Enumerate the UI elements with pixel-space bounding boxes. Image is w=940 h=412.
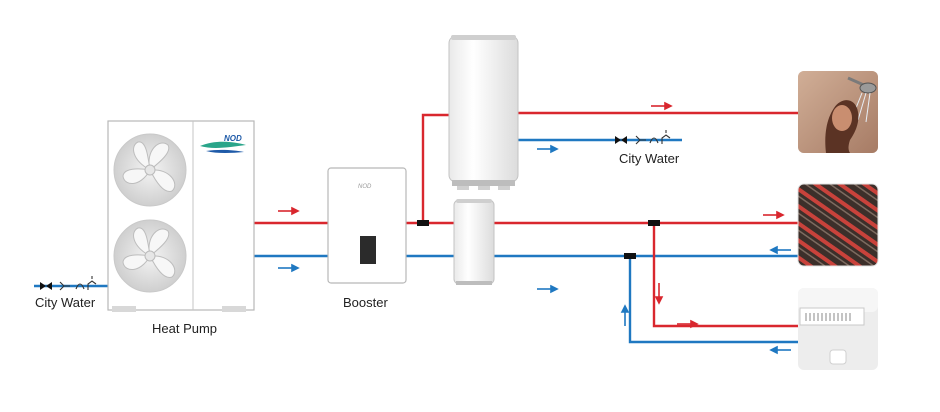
city-water-label-left: City Water xyxy=(35,295,96,310)
dhw-tank xyxy=(448,35,519,190)
arrow-icon xyxy=(278,263,300,273)
arrow-icon xyxy=(537,144,559,154)
shower-photo xyxy=(798,71,878,153)
heat-pump-brand-text: NOD xyxy=(224,134,242,143)
arrow-icon xyxy=(769,245,791,255)
booster-unit: NOD xyxy=(327,167,407,284)
arrow-icon xyxy=(763,210,785,220)
brand-logo: NOD xyxy=(200,134,246,153)
floor-heating-photo xyxy=(797,183,879,267)
heat-pump-label: Heat Pump xyxy=(152,321,218,336)
arrow-icon xyxy=(278,206,300,216)
arrow-icon xyxy=(677,319,699,329)
fan-coil-unit xyxy=(799,307,865,326)
city-water-label-right: City Water xyxy=(619,151,680,166)
flow-arrows xyxy=(278,101,791,355)
arrow-icon xyxy=(620,304,630,326)
booster-display xyxy=(360,236,376,264)
booster-brand-text: NOD xyxy=(358,184,372,190)
fan-icon xyxy=(113,133,187,207)
fan-coil-photo xyxy=(798,288,878,370)
hot-riser-to-tank xyxy=(421,113,449,223)
valve-assembly-right-icon xyxy=(615,130,671,145)
tee-junctions xyxy=(417,220,660,259)
vent-grille xyxy=(805,313,851,321)
arrow-icon xyxy=(769,345,791,355)
hot-pipe-to-fancoil xyxy=(652,223,798,328)
heat-pump-unit: NOD xyxy=(107,120,255,312)
arrow-icon xyxy=(537,284,559,294)
buffer-tank xyxy=(453,199,495,285)
fan-icon xyxy=(113,219,187,293)
valve-assembly-left-icon xyxy=(40,276,97,291)
arrow-icon xyxy=(651,101,673,111)
arrow-icon xyxy=(654,283,664,305)
booster-label: Booster xyxy=(343,295,388,310)
cold-pipe-from-fancoil xyxy=(628,256,798,344)
